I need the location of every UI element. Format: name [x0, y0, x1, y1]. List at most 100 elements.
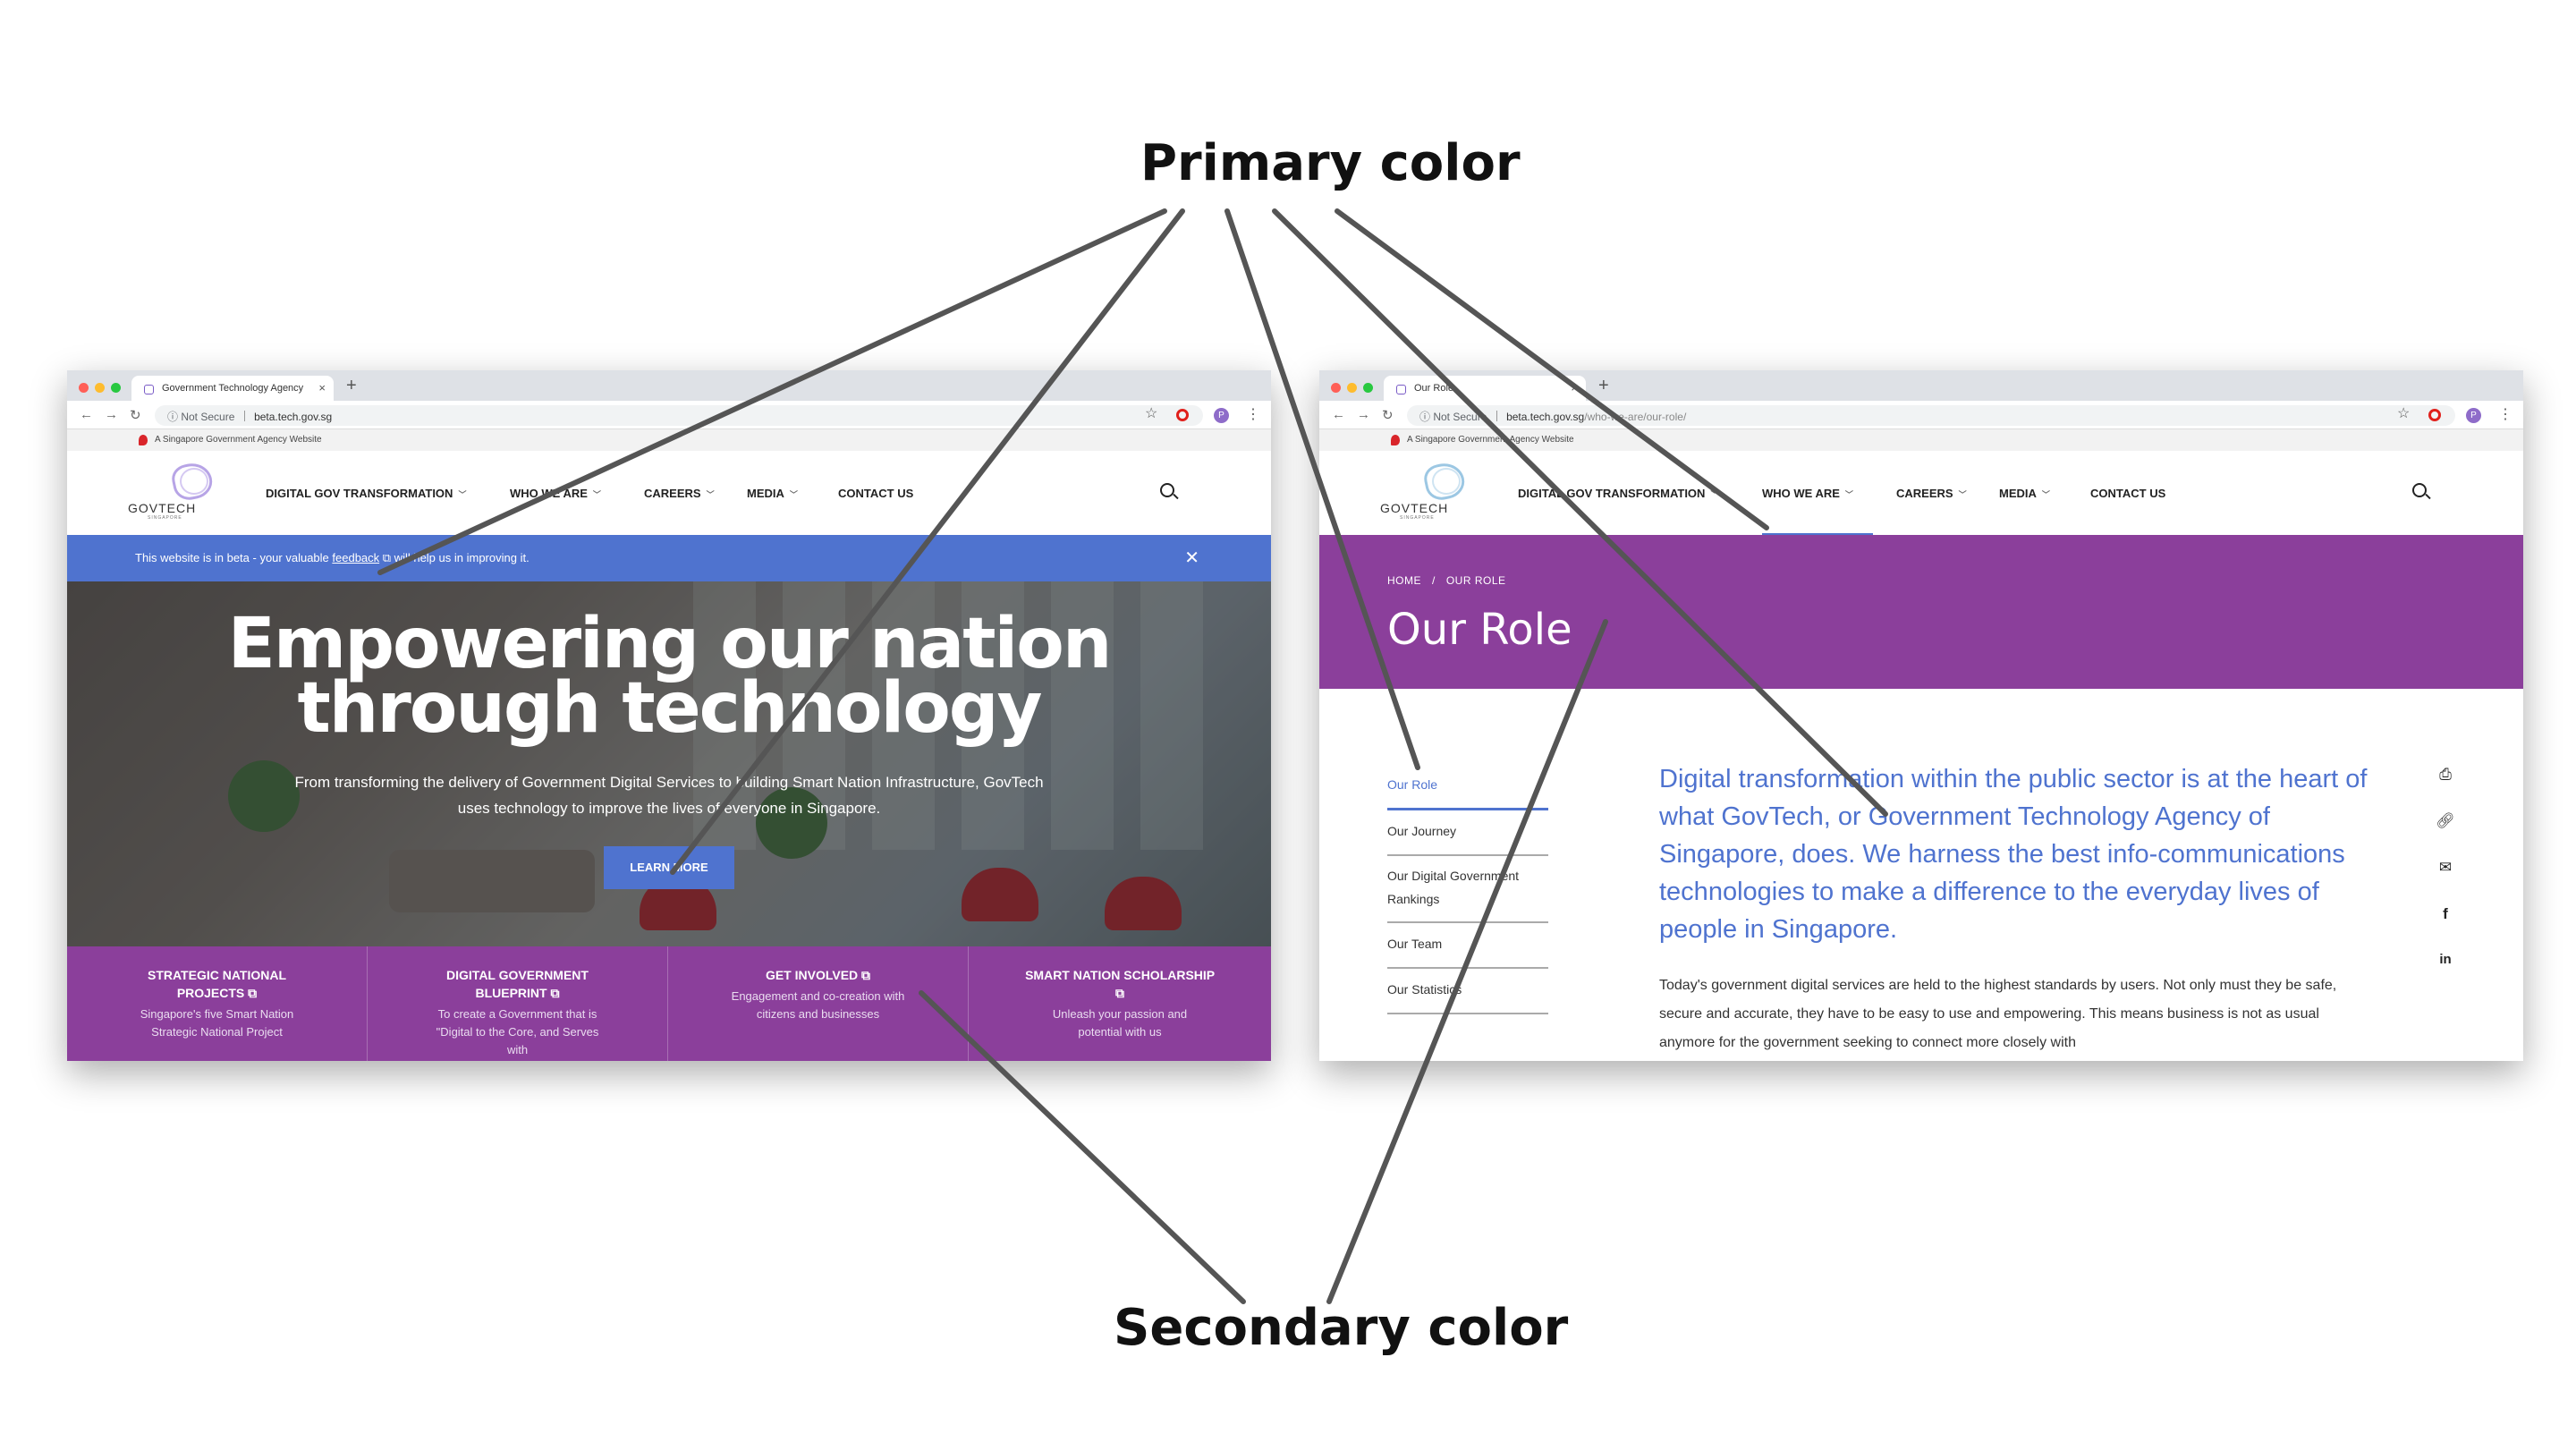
govtech-logo[interactable]: GOVTECH SINGAPORE — [128, 459, 226, 526]
back-icon[interactable]: ← — [1332, 407, 1345, 422]
reload-icon[interactable]: ↻ — [1382, 408, 1394, 423]
logo-text: GOVTECH — [1380, 501, 1449, 515]
nav-contact-us[interactable]: CONTACT US — [838, 487, 914, 500]
favicon-icon — [1396, 385, 1406, 394]
url-text: beta.tech.gov.sg — [254, 411, 333, 423]
address-bar[interactable]: ⓘ Not Secure beta.tech.gov.sg/who-we-are… — [1407, 405, 2455, 426]
hero-title: Empowering our nation through technology — [227, 604, 1113, 749]
linkedin-icon[interactable]: in — [2439, 952, 2452, 967]
security-status: Not Secure — [181, 411, 235, 423]
learn-more-button[interactable]: LEARN MORE — [604, 846, 734, 889]
new-tab-icon[interactable]: + — [346, 376, 357, 395]
nav-media[interactable]: MEDIA﹀ — [747, 487, 798, 500]
side-item-digital-government-rankings[interactable]: Our Digital Government Rankings — [1387, 856, 1548, 923]
profile-avatar[interactable]: P — [2466, 408, 2481, 423]
card-digital-government-blueprint[interactable]: DIGITAL GOVERNMENT BLUEPRINT ⧉ To create… — [368, 946, 668, 1061]
card-get-involved[interactable]: GET INVOLVED ⧉ Engagement and co-creatio… — [668, 946, 969, 1061]
browser-menu-icon[interactable]: ⋮ — [1246, 407, 1260, 422]
favicon-icon — [144, 385, 154, 394]
link-icon[interactable]: 🔗︎ — [2436, 812, 2455, 829]
side-item-our-role[interactable]: Our Role — [1387, 764, 1548, 810]
nav-media[interactable]: MEDIA﹀ — [1999, 487, 2050, 500]
chevron-down-icon: ﹀ — [2041, 490, 2050, 499]
maximize-window-button[interactable] — [1363, 383, 1373, 393]
hero-background-image — [67, 581, 1271, 946]
email-icon[interactable]: ✉ — [2438, 859, 2453, 876]
new-tab-icon[interactable]: + — [1598, 376, 1609, 395]
site-navigation: GOVTECH SINGAPORE DIGITAL GOV TRANSFORMA… — [67, 451, 1271, 535]
tab-bar: Our Role × + — [1319, 370, 2523, 401]
browser-window-our-role: Our Role × + ← → ↻ ⓘ Not Secure beta.tec… — [1319, 370, 2523, 1061]
feedback-link[interactable]: feedback — [332, 551, 380, 564]
lion-head-icon — [139, 435, 148, 445]
browser-toolbar: ← → ↻ ⓘ Not Secure beta.tech.gov.sg ☆ P … — [67, 401, 1271, 429]
minimize-window-button[interactable] — [95, 383, 105, 393]
side-item-our-team[interactable]: Our Team — [1387, 923, 1548, 969]
page-header-banner: HOME/OUR ROLE Our Role — [1319, 535, 2523, 689]
print-icon[interactable]: ⎙ — [2439, 766, 2452, 783]
maximize-window-button[interactable] — [111, 383, 121, 393]
side-menu: Our Role Our Journey Our Digital Governm… — [1387, 764, 1548, 1014]
nav-digital-gov-transformation[interactable]: DIGITAL GOV TRANSFORMATION﹀ — [266, 487, 467, 500]
hero-subtitle: From transforming the delivery of Govern… — [294, 774, 1044, 817]
close-window-button[interactable] — [1331, 383, 1341, 393]
info-icon: ⓘ — [167, 411, 182, 423]
govtech-logo[interactable]: GOVTECH SINGAPORE — [1380, 459, 1479, 526]
tab-title: Government Technology Agency — [162, 383, 304, 394]
security-status: Not Secure — [1433, 411, 1487, 423]
masthead-text: A Singapore Government Agency Website — [1407, 435, 1574, 445]
minimize-window-button[interactable] — [1347, 383, 1357, 393]
chevron-down-icon: ﹀ — [1710, 490, 1719, 499]
logo-subtext: SINGAPORE — [1400, 515, 1435, 521]
nav-contact-us[interactable]: CONTACT US — [2090, 487, 2166, 500]
nav-careers[interactable]: CAREERS﹀ — [644, 487, 715, 500]
browser-menu-icon[interactable]: ⋮ — [2498, 407, 2512, 422]
nav-careers[interactable]: CAREERS﹀ — [1896, 487, 1967, 500]
primary-pointer-line — [670, 208, 1185, 875]
breadcrumb-home[interactable]: HOME — [1387, 574, 1421, 587]
opera-extension-icon[interactable] — [2428, 409, 2441, 421]
chevron-down-icon: ﹀ — [458, 490, 467, 499]
gov-masthead: A Singapore Government Agency Website — [1319, 429, 2523, 451]
primary-pointer-line — [1272, 208, 1888, 817]
search-icon[interactable] — [2412, 483, 2427, 497]
side-item-our-statistics[interactable]: Our Statistics — [1387, 969, 1548, 1014]
close-banner-icon[interactable]: ✕ — [1184, 548, 1199, 568]
logo-text: GOVTECH — [128, 501, 197, 515]
address-bar[interactable]: ⓘ Not Secure beta.tech.gov.sg — [155, 405, 1203, 426]
nav-who-we-are[interactable]: WHO WE ARE﹀ — [1762, 487, 1853, 500]
browser-tab[interactable]: Government Technology Agency × — [131, 376, 334, 401]
search-icon[interactable] — [1160, 483, 1174, 497]
chevron-down-icon: ﹀ — [592, 490, 601, 499]
primary-pointer-line — [1335, 208, 1769, 530]
hero-section: Empowering our nation through technology… — [67, 581, 1271, 946]
facebook-icon[interactable]: f — [2443, 905, 2448, 922]
forward-icon[interactable]: → — [1357, 407, 1370, 422]
card-strategic-national-projects[interactable]: STRATEGIC NATIONAL PROJECTS ⧉ Singapore'… — [67, 946, 368, 1061]
external-link-icon: ⧉ — [861, 968, 871, 982]
external-link-icon: ⧉ — [379, 551, 392, 564]
opera-extension-icon[interactable] — [1176, 409, 1189, 421]
browser-window-home: Government Technology Agency × + ← → ↻ ⓘ… — [67, 370, 1271, 1061]
info-icon: ⓘ — [1419, 411, 1434, 423]
close-window-button[interactable] — [79, 383, 89, 393]
browser-tab[interactable]: Our Role × — [1384, 376, 1586, 401]
tab-title: Our Role — [1414, 383, 1454, 394]
card-smart-nation-scholarship[interactable]: SMART NATION SCHOLARSHIP ⧉ Unleash your … — [1025, 968, 1215, 1039]
profile-avatar[interactable]: P — [1214, 408, 1229, 423]
primary-color-label: Primary color — [1140, 134, 1521, 192]
bookmark-star-icon[interactable]: ☆ — [1145, 406, 1158, 421]
reload-icon[interactable]: ↻ — [130, 408, 141, 423]
external-link-icon: ⧉ — [248, 986, 258, 1000]
bookmark-star-icon[interactable]: ☆ — [2397, 406, 2411, 421]
body-paragraph: Today's government digital services are … — [1659, 978, 2337, 1050]
lion-head-icon — [1391, 435, 1400, 445]
url-host: beta.tech.gov.sg — [1506, 411, 1585, 423]
close-tab-icon[interactable]: × — [318, 381, 326, 394]
back-icon[interactable]: ← — [80, 407, 93, 422]
primary-pointer-line — [1224, 208, 1420, 770]
forward-icon[interactable]: → — [105, 407, 118, 422]
side-item-our-journey[interactable]: Our Journey — [1387, 810, 1548, 856]
beta-banner: This website is in beta - your valuable … — [67, 535, 1271, 581]
